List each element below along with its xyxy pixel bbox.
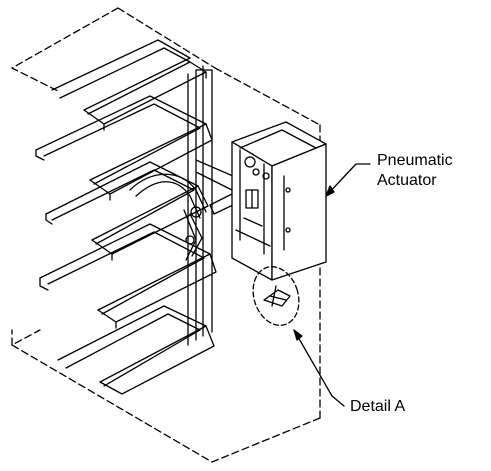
detail-leader: [293, 329, 345, 407]
detail-a-oval: [252, 266, 300, 326]
frame-channel: [187, 65, 213, 346]
leaders: [293, 163, 371, 407]
blades: [35, 39, 217, 395]
blade-bottom: [57, 305, 215, 395]
actuator-leader: [325, 163, 371, 197]
actuator-leader-arrow: [325, 185, 335, 197]
actuator-label-line2: Actuator: [377, 172, 437, 189]
actuator-label-line1: Pneumatic: [377, 152, 453, 169]
blade-3: [45, 161, 209, 261]
blade-4: [39, 223, 217, 329]
pneumatic-actuator: [231, 121, 327, 281]
detail-a-label: Detail A: [350, 398, 405, 415]
linkage: [129, 173, 207, 261]
detail-leader-arrow: [293, 329, 303, 341]
